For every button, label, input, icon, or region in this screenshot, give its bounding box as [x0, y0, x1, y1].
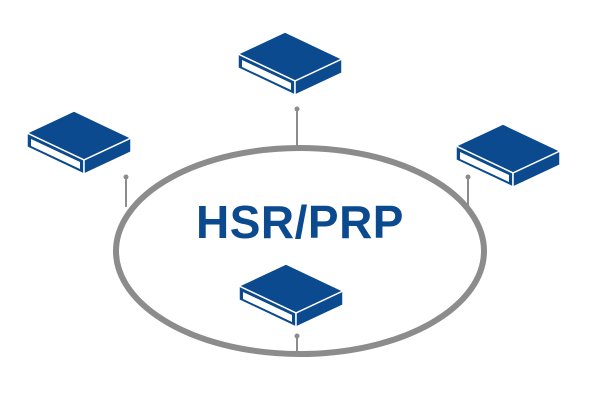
connector-right: [465, 174, 471, 207]
network-device-icon: [237, 31, 343, 96]
network-device-icon: [238, 263, 344, 328]
network-device-icon: [455, 123, 561, 188]
connector-left: [123, 174, 129, 207]
network-device-icon: [26, 110, 132, 175]
hsr-prp-ring: [113, 145, 487, 357]
connector-top: [294, 106, 300, 148]
connector-bottom: [294, 333, 300, 352]
diagram-title: HSR/PRP: [196, 196, 404, 248]
